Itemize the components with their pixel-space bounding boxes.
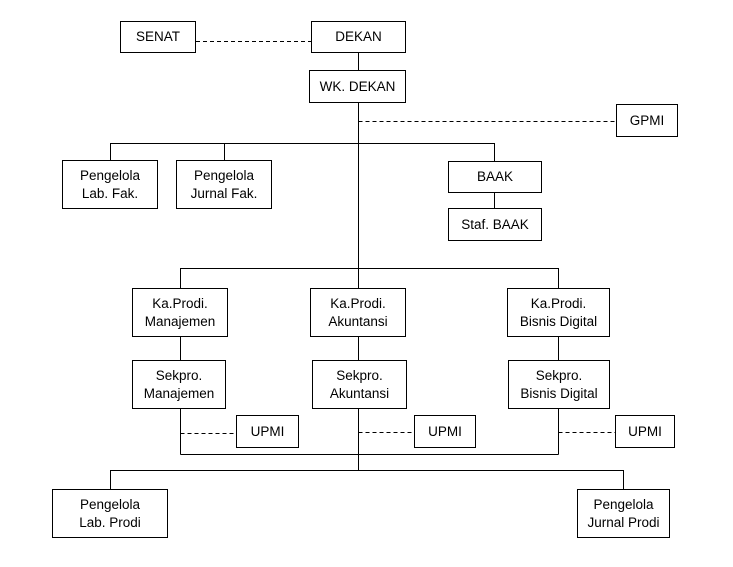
upmi-bisnis-digital-box: UPMI (615, 415, 675, 448)
sekpro-akuntansi-box: Sekpro. Akuntansi (312, 360, 407, 409)
sekpro-manajemen-box: Sekpro. Manajemen (132, 360, 226, 409)
kaprodi-akuntansi-box: Ka.Prodi. Akuntansi (310, 288, 406, 337)
senat-box: SENAT (120, 21, 196, 53)
pengelola-jurnal-prodi-box: Pengelola Jurnal Prodi (577, 489, 670, 538)
pengelola-jurnal-fak-box: Pengelola Jurnal Fak. (176, 160, 272, 209)
pengelola-lab-fak-box: Pengelola Lab. Fak. (62, 160, 158, 209)
gpmi-box: GPMI (616, 104, 678, 137)
upmi-akuntansi-box: UPMI (414, 415, 476, 448)
sekpro-bisnis-digital-box: Sekpro. Bisnis Digital (508, 360, 610, 409)
dekan-box: DEKAN (311, 21, 406, 53)
staf-baak-box: Staf. BAAK (448, 208, 542, 241)
upmi-manajemen-box: UPMI (236, 415, 299, 448)
wk-dekan-box: WK. DEKAN (309, 70, 406, 103)
kaprodi-bisnis-digital-box: Ka.Prodi. Bisnis Digital (507, 288, 610, 337)
baak-box: BAAK (448, 161, 542, 193)
pengelola-lab-prodi-box: Pengelola Lab. Prodi (52, 489, 168, 538)
kaprodi-manajemen-box: Ka.Prodi. Manajemen (132, 288, 228, 337)
